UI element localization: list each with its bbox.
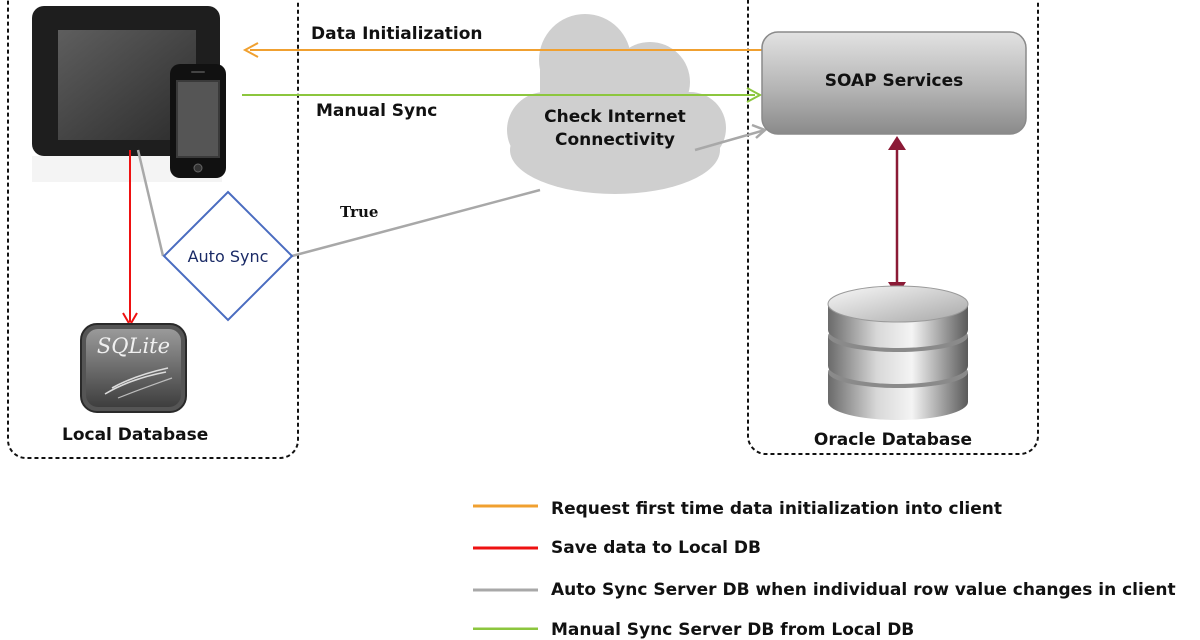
- phone-icon: [170, 64, 226, 178]
- manual-sync-label: Manual Sync: [316, 101, 438, 121]
- client-group-box: [7, 0, 299, 459]
- legend-item-orange: Request first time data initialization i…: [551, 499, 1003, 519]
- server-group-box: [747, 0, 1039, 455]
- soap-services-box: [761, 31, 1027, 135]
- auto-sync-path: [136, 149, 165, 257]
- cloud-icon: [507, 14, 726, 194]
- database-cylinder-icon: [827, 285, 969, 420]
- legend-item-red: Save data to Local DB: [551, 538, 762, 558]
- true-label: True: [340, 203, 379, 221]
- legend-item-green: Manual Sync Server DB from Local DB: [551, 620, 915, 640]
- soap-services-label: SOAP Services: [824, 71, 964, 91]
- check-internet-line2: Connectivity: [554, 130, 676, 150]
- sqlite-icon: [80, 323, 187, 413]
- data-initialization-label: Data Initialization: [311, 24, 483, 44]
- local-database-label: Local Database: [62, 425, 209, 445]
- legend-item-gray: Auto Sync Server DB when individual row …: [551, 580, 1176, 600]
- cloud-to-soap-line: [694, 128, 766, 152]
- check-internet-line1: Check Internet: [544, 107, 686, 127]
- oracle-database-label: Oracle Database: [813, 430, 973, 450]
- auto-sync-label: Auto Sync: [187, 247, 269, 266]
- sqlite-logo-text: SQLite: [96, 334, 171, 358]
- auto-sync-diamond: [162, 190, 294, 322]
- check-internet-label: Check Internet Connectivity: [530, 106, 700, 152]
- auto-sync-true-line: [291, 188, 541, 258]
